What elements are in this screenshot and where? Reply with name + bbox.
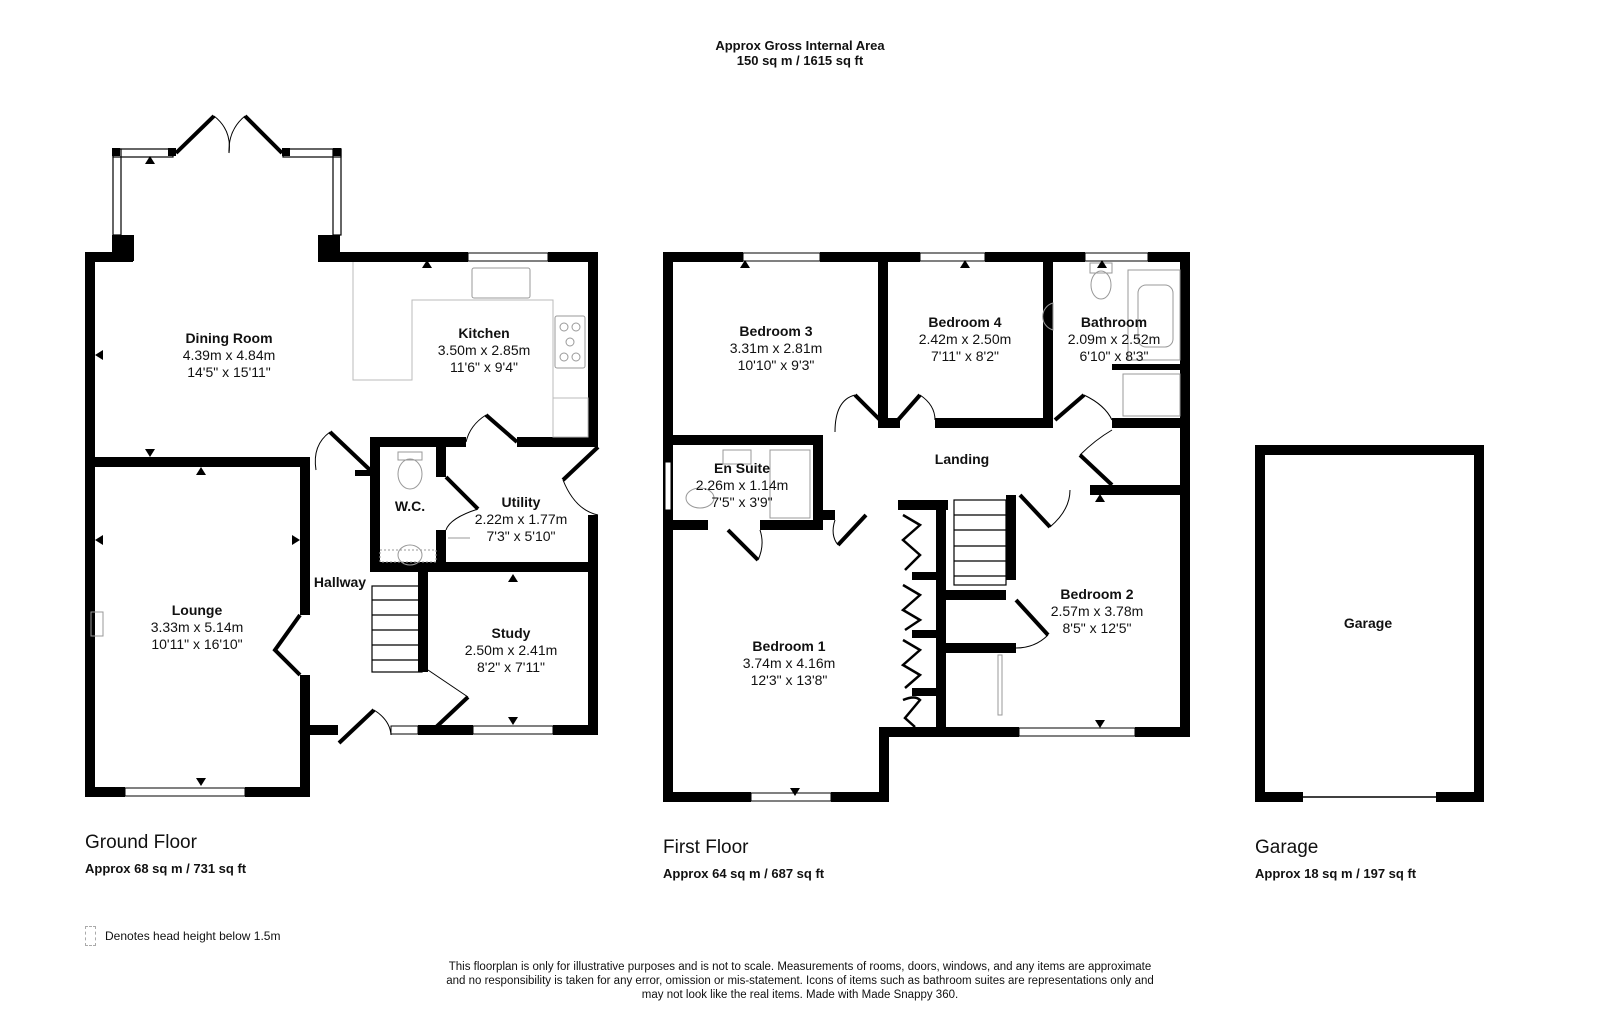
room-metric: 4.39m x 4.84m (182, 347, 276, 363)
room-metric: 2.26m x 1.14m (695, 477, 789, 493)
room-imperial: 7'5" x 3'9" (711, 494, 773, 510)
floor-area: Approx 18 sq m / 197 sq ft (1255, 866, 1417, 881)
room-bedroom-4[interactable]: Bedroom 4 2.42m x 2.50m 7'11" x 8'2" (919, 314, 1012, 365)
room-name: Lounge (171, 602, 223, 618)
room-metric: 2.09m x 2.52m (1067, 331, 1161, 347)
room-lounge[interactable]: Lounge 3.33m x 5.14m 10'11" x 16'10" (151, 602, 244, 653)
room-metric: 2.57m x 3.78m (1050, 603, 1144, 619)
room-name: Bathroom (1080, 314, 1148, 330)
room-name: Landing (934, 451, 990, 467)
gross-area-label: Approx Gross Internal Area (715, 38, 885, 53)
room-bedroom-1[interactable]: Bedroom 1 3.74m x 4.16m 12'3" x 13'8" (743, 638, 836, 689)
room-metric: 2.50m x 2.41m (464, 642, 558, 658)
room-en-suite[interactable]: En Suite 2.26m x 1.14m 7'5" x 3'9" (696, 460, 789, 511)
room-imperial: 8'2" x 7'11" (477, 659, 545, 675)
room-name: Bedroom 2 (1060, 586, 1134, 602)
room-imperial: 7'3" x 5'10" (486, 528, 556, 544)
floor-name: Ground Floor (85, 832, 197, 853)
room-name: Kitchen (458, 325, 510, 341)
gross-area-title: Approx Gross Internal Area 150 sq m / 16… (0, 38, 1600, 68)
room-study[interactable]: Study 2.50m x 2.41m 8'2" x 7'11" (465, 625, 558, 676)
room-garage[interactable]: Garage (1344, 615, 1392, 632)
room-metric: 2.42m x 2.50m (918, 331, 1012, 347)
room-name: W.C. (394, 498, 426, 514)
room-name: Bedroom 4 (928, 314, 1002, 330)
room-wc[interactable]: W.C. (395, 498, 425, 515)
disclaimer: This floorplan is only for illustrative … (0, 960, 1600, 1002)
room-imperial: 10'10" x 9'3" (737, 357, 815, 373)
room-dining-room[interactable]: Dining Room 4.39m x 4.84m 14'5" x 15'11" (183, 330, 276, 381)
room-imperial: 14'5" x 15'11" (187, 364, 271, 380)
room-name: Study (491, 625, 531, 641)
floor-area: Approx 64 sq m / 687 sq ft (663, 866, 825, 881)
room-metric: 3.33m x 5.14m (150, 619, 244, 635)
room-metric: 3.50m x 2.85m (437, 342, 531, 358)
room-bathroom[interactable]: Bathroom 2.09m x 2.52m 6'10" x 8'3" (1068, 314, 1161, 365)
first-floor-caption: First Floor Approx 64 sq m / 687 sq ft (663, 837, 824, 881)
room-imperial: 10'11" x 16'10" (151, 636, 243, 652)
floor-name: First Floor (663, 837, 749, 858)
room-metric: 2.22m x 1.77m (474, 511, 568, 527)
legend-text: Denotes head height below 1.5m (105, 929, 281, 943)
room-bedroom-3[interactable]: Bedroom 3 3.31m x 2.81m 10'10" x 9'3" (730, 323, 823, 374)
head-height-legend: Denotes head height below 1.5m (85, 926, 280, 946)
room-name: Utility (501, 494, 541, 510)
room-kitchen[interactable]: Kitchen 3.50m x 2.85m 11'6" x 9'4" (438, 325, 531, 376)
room-imperial: 11'6" x 9'4" (450, 359, 518, 375)
room-name: Bedroom 3 (739, 323, 813, 339)
floor-name: Garage (1255, 837, 1319, 858)
room-name: Bedroom 1 (752, 638, 826, 654)
room-imperial: 7'11" x 8'2" (931, 348, 999, 364)
gross-area-value: 150 sq m / 1615 sq ft (736, 53, 864, 68)
room-landing[interactable]: Landing (935, 451, 989, 468)
room-imperial: 6'10" x 8'3" (1079, 348, 1149, 364)
room-name: Dining Room (185, 330, 273, 346)
ground-floor-walls (85, 235, 598, 797)
room-imperial: 8'5" x 12'5" (1062, 620, 1132, 636)
room-metric: 3.74m x 4.16m (742, 655, 836, 671)
room-hallway[interactable]: Hallway (314, 574, 366, 591)
garage-caption: Garage Approx 18 sq m / 197 sq ft (1255, 837, 1416, 881)
room-utility[interactable]: Utility 2.22m x 1.77m 7'3" x 5'10" (475, 494, 568, 545)
disclaimer-line: This floorplan is only for illustrative … (448, 961, 1152, 973)
floor-area: Approx 68 sq m / 731 sq ft (85, 861, 247, 876)
dashed-box-icon (85, 926, 96, 946)
room-name: Hallway (313, 574, 367, 590)
room-bedroom-2[interactable]: Bedroom 2 2.57m x 3.78m 8'5" x 12'5" (1051, 586, 1144, 637)
room-name: En Suite (713, 460, 771, 476)
ground-floor-caption: Ground Floor Approx 68 sq m / 731 sq ft (85, 832, 246, 876)
room-name: Garage (1343, 615, 1393, 631)
disclaimer-line: may not look like the real items. Made w… (641, 989, 959, 1001)
room-metric: 3.31m x 2.81m (729, 340, 823, 356)
disclaimer-line: and no responsibility is taken for any e… (446, 975, 1154, 987)
room-imperial: 12'3" x 13'8" (750, 672, 828, 688)
